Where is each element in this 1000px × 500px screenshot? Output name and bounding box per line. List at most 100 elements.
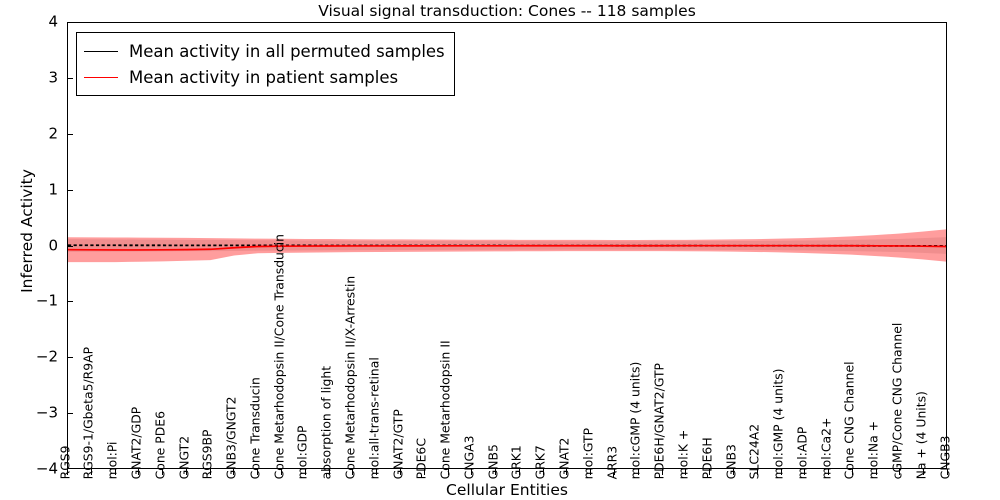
x-tick-mark bbox=[281, 469, 283, 475]
x-tick-mark bbox=[851, 469, 853, 475]
x-tick-label: Cone PDE6 bbox=[152, 410, 168, 479]
x-tick-label: Cone Transducin bbox=[247, 376, 263, 479]
series-line bbox=[68, 244, 946, 247]
x-tick-mark bbox=[923, 469, 925, 475]
y-tick-mark bbox=[67, 357, 73, 359]
x-tick-mark bbox=[328, 469, 330, 475]
y-tick-label: 1 bbox=[48, 180, 58, 199]
page-title: Visual signal transduction: Cones -- 118… bbox=[318, 2, 696, 20]
x-tick-label: mol:Pi bbox=[104, 441, 120, 479]
x-tick-mark bbox=[566, 469, 568, 475]
x-tick-mark bbox=[685, 469, 687, 475]
series-lines bbox=[68, 244, 946, 251]
x-tick-label: mol:GTP bbox=[580, 427, 596, 479]
x-tick-label: PDE6C bbox=[413, 437, 429, 479]
y-tick-mark bbox=[67, 245, 73, 247]
x-tick-label: PDE6H bbox=[699, 436, 715, 479]
x-tick-label: mol:GDP bbox=[295, 425, 311, 479]
y-tick-mark bbox=[67, 77, 73, 79]
y-axis-tick-labels: 4 3 2 1 0 −1 −2 −3 −4 bbox=[0, 14, 58, 476]
x-tick-label: GNB5 bbox=[485, 443, 501, 479]
x-tick-label: Cone Metarhodopsin II bbox=[437, 339, 453, 479]
x-tick-mark bbox=[828, 469, 830, 475]
x-tick-label: GNB3 bbox=[723, 443, 739, 479]
legend-line-icon-permuted bbox=[84, 50, 118, 52]
x-tick-mark bbox=[875, 469, 877, 475]
x-tick-mark bbox=[162, 469, 164, 475]
x-tick-label: GRK1 bbox=[509, 444, 525, 479]
x-tick-label: GNB3/GNGT2 bbox=[223, 396, 239, 479]
x-tick-label: PDE6H/GNAT2/GTP bbox=[651, 362, 667, 479]
x-tick-mark bbox=[471, 469, 473, 475]
x-tick-mark bbox=[709, 469, 711, 475]
plot-area bbox=[67, 22, 947, 469]
x-tick-mark bbox=[90, 469, 92, 475]
x-tick-label: GRK7 bbox=[532, 444, 548, 479]
x-tick-mark bbox=[376, 469, 378, 475]
y-tick-label: −3 bbox=[35, 403, 58, 422]
x-tick-label: CNGA3 bbox=[461, 435, 477, 479]
x-tick-mark bbox=[185, 469, 187, 475]
legend-label-permuted: Mean activity in all permuted samples bbox=[129, 41, 445, 61]
x-tick-label: ARR3 bbox=[604, 445, 620, 479]
x-tick-mark bbox=[114, 469, 116, 475]
x-tick-label: mol:Na + bbox=[865, 420, 881, 479]
y-tick-label: −2 bbox=[35, 347, 58, 366]
x-tick-mark bbox=[590, 469, 592, 475]
x-tick-mark bbox=[518, 469, 520, 475]
y-tick-label: 3 bbox=[48, 68, 58, 87]
x-tick-mark bbox=[209, 469, 211, 475]
legend[interactable]: Mean activity in all permuted samples Me… bbox=[76, 32, 455, 96]
x-tick-mark bbox=[804, 469, 806, 475]
x-tick-label: RGS9BP bbox=[199, 429, 215, 479]
x-tick-label: CNGB3 bbox=[937, 435, 953, 479]
x-tick-label: mol:cGMP (4 units) bbox=[628, 361, 643, 479]
y-tick-label: 0 bbox=[48, 236, 58, 254]
plot-svg bbox=[68, 229, 946, 263]
x-tick-label: cGMP/Cone CNG Channel bbox=[889, 322, 905, 479]
y-tick-label: 2 bbox=[48, 124, 58, 143]
x-tick-label: mol:Ca2+ bbox=[818, 417, 834, 479]
x-tick-label: GNAT2 bbox=[556, 437, 572, 479]
x-tick-mark bbox=[947, 469, 948, 475]
x-tick-mark bbox=[67, 469, 68, 475]
y-tick-label: −4 bbox=[35, 459, 58, 478]
y-tick-mark bbox=[67, 133, 73, 135]
legend-item-permuted[interactable]: Mean activity in all permuted samples bbox=[84, 38, 445, 64]
x-tick-label: mol:all-trans-retinal bbox=[366, 356, 382, 479]
legend-label-patient: Mean activity in patient samples bbox=[129, 67, 399, 87]
x-tick-mark bbox=[495, 469, 497, 475]
x-tick-mark bbox=[352, 469, 354, 475]
x-tick-label: absorption of light bbox=[318, 365, 334, 479]
x-tick-label: GNAT2/GDP bbox=[128, 406, 144, 479]
x-tick-label: Cone Metarhodopsin II/X-Arrestin bbox=[342, 275, 358, 479]
series-line bbox=[68, 244, 946, 251]
x-tick-mark bbox=[423, 469, 425, 475]
y-tick-mark bbox=[67, 413, 73, 415]
x-tick-mark bbox=[399, 469, 401, 475]
x-tick-label: Cone CNG Channel bbox=[842, 361, 858, 479]
x-tick-label: mol:K + bbox=[675, 429, 691, 479]
x-tick-mark bbox=[780, 469, 782, 475]
x-tick-mark bbox=[661, 469, 663, 475]
x-tick-label: RGS9-1/Gbeta5/R9AP bbox=[80, 346, 96, 479]
x-tick-mark bbox=[138, 469, 140, 475]
x-tick-label: SLC24A2 bbox=[746, 423, 762, 479]
x-tick-label: Na + (4 Units) bbox=[913, 390, 929, 479]
x-tick-label: GNAT2/GTP bbox=[390, 408, 406, 479]
x-tick-mark bbox=[257, 469, 259, 475]
x-tick-label: mol:GMP (4 units) bbox=[770, 368, 786, 479]
x-tick-mark bbox=[637, 469, 639, 475]
x-tick-mark bbox=[233, 469, 235, 475]
x-tick-mark bbox=[614, 469, 616, 475]
x-tick-mark bbox=[447, 469, 449, 475]
y-tick-label: −1 bbox=[35, 291, 58, 310]
x-tick-label: GNGT2 bbox=[176, 435, 192, 479]
y-tick-mark bbox=[67, 189, 73, 191]
x-tick-mark bbox=[899, 469, 901, 475]
x-axis-title: Cellular Entities bbox=[446, 481, 568, 499]
legend-item-patient[interactable]: Mean activity in patient samples bbox=[84, 64, 445, 90]
y-tick-label: 4 bbox=[48, 12, 58, 31]
